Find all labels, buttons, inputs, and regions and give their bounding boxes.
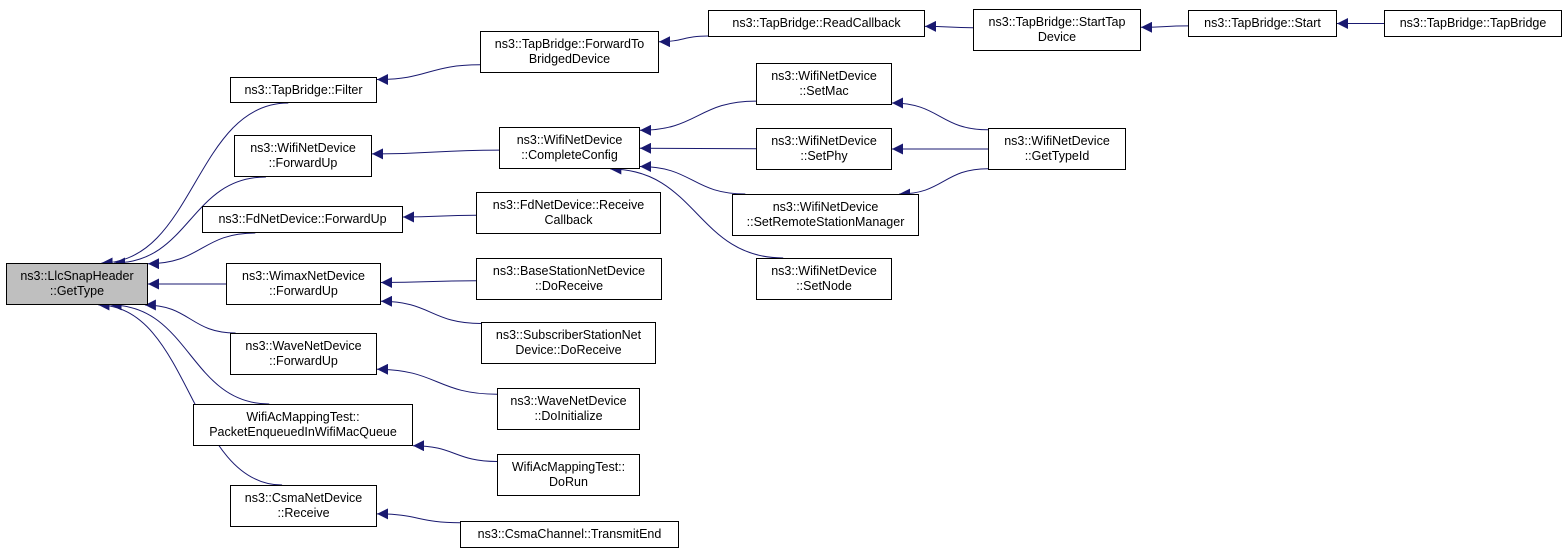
node-wifinetdevice-setmac[interactable]: ns3::WifiNetDevice::SetMac — [756, 63, 892, 105]
node-wifinetdevice-setnode[interactable]: ns3::WifiNetDevice::SetNode — [756, 258, 892, 300]
call-edge-csma_receive-to-llc_gettype — [98, 299, 283, 486]
call-edge-wifi_completeconfig-to-wifi_forwardup — [371, 148, 500, 160]
call-edge-tb_starttap-to-tb_readcb — [924, 20, 974, 32]
node-wifiacmappingtest-dorun[interactable]: WifiAcMappingTest::DoRun — [497, 454, 640, 496]
call-edge-wifiac_packetenq-to-llc_gettype — [110, 299, 270, 405]
call-edge-ss_doreceive-to-wimax_forwardup — [380, 295, 482, 324]
node-wavenetdevice-doinitialize[interactable]: ns3::WaveNetDevice::DoInitialize — [497, 388, 640, 430]
node-wavenetdevice-forwardup[interactable]: ns3::WaveNetDevice::ForwardUp — [230, 333, 377, 375]
call-edge-wave_doinit-to-wave_forwardup — [376, 363, 498, 395]
call-edge-wifi_setmac-to-wifi_completeconfig — [639, 100, 757, 136]
node-wifinetdevice-completeconfig[interactable]: ns3::WifiNetDevice::CompleteConfig — [499, 127, 640, 169]
call-edge-wifiac_dorun-to-wifiac_packetenq — [412, 440, 498, 462]
node-csmanetdevice-receive[interactable]: ns3::CsmaNetDevice::Receive — [230, 485, 377, 527]
node-llcsnapheader-gettype: ns3::LlcSnapHeader::GetType — [6, 263, 148, 305]
call-edge-csmach_transmitend-to-csma_receive — [376, 508, 461, 524]
call-edge-fd_forwardup-to-llc_gettype — [147, 232, 256, 270]
node-wifinetdevice-setremotestationmanager[interactable]: ns3::WifiNetDevice::SetRemoteStationMana… — [732, 194, 919, 236]
call-edge-wifi_forwardup-to-llc_gettype — [114, 176, 266, 269]
call-edge-wave_forwardup-to-llc_gettype — [144, 299, 236, 334]
node-basestationnetdevice-doreceive[interactable]: ns3::BaseStationNetDevice::DoReceive — [476, 258, 662, 300]
node-tapbridge-tapbridge[interactable]: ns3::TapBridge::TapBridge — [1384, 10, 1562, 37]
call-edge-wifi_setrsm-to-wifi_completeconfig — [639, 161, 746, 195]
call-edge-wifi_gettypeid-to-wifi_setmac — [891, 97, 989, 131]
call-edge-fd_receivecb-to-fd_forwardup — [402, 211, 477, 223]
node-tapbridge-readcallback[interactable]: ns3::TapBridge::ReadCallback — [708, 10, 925, 37]
node-tapbridge-start[interactable]: ns3::TapBridge::Start — [1188, 10, 1337, 37]
call-edge-tb_readcb-to-tb_forwardto — [658, 35, 709, 48]
node-wimaxnetdevice-forwardup[interactable]: ns3::WimaxNetDevice::ForwardUp — [226, 263, 381, 305]
call-edge-bs_doreceive-to-wimax_forwardup — [380, 276, 477, 288]
node-wifiacmappingtest-packetenqueued[interactable]: WifiAcMappingTest::PacketEnqueuedInWifiM… — [193, 404, 413, 446]
node-tapbridge-filter[interactable]: ns3::TapBridge::Filter — [230, 77, 377, 103]
call-edge-tb_forwardto-to-tb_filter — [376, 64, 481, 85]
node-wifinetdevice-setphy[interactable]: ns3::WifiNetDevice::SetPhy — [756, 128, 892, 170]
call-edge-tb_filter-to-llc_gettype — [101, 102, 289, 269]
node-wifinetdevice-forwardup[interactable]: ns3::WifiNetDevice::ForwardUp — [234, 135, 372, 177]
call-edge-tb_start-to-tb_starttap — [1140, 21, 1189, 33]
node-fdnetdevice-forwardup[interactable]: ns3::FdNetDevice::ForwardUp — [202, 206, 403, 233]
node-wifinetdevice-gettypeid[interactable]: ns3::WifiNetDevice::GetTypeId — [988, 128, 1126, 170]
call-edge-wifi_gettypeid-to-wifi_setrsm — [899, 168, 989, 200]
node-csmachannel-transmitend[interactable]: ns3::CsmaChannel::TransmitEnd — [460, 521, 679, 548]
call-edge-wifi_setnode-to-wifi_completeconfig — [610, 163, 784, 259]
